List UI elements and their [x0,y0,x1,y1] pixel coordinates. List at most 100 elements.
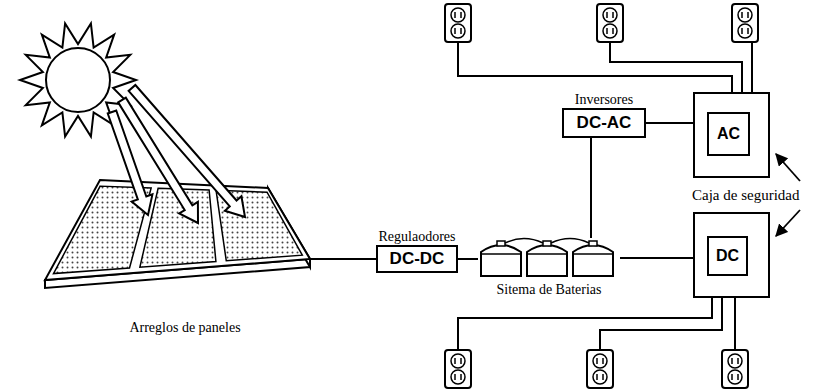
socket [603,8,617,22]
outlet-wire [458,42,732,92]
sun-ray-arrow [108,111,153,215]
socket-slot [741,28,743,34]
outlet-plate [445,350,471,388]
socket-slot [454,28,456,34]
label-holder: Sitema de Baterias [478,282,620,298]
sun-disc [46,48,110,112]
label-holder: Arreglos de paneles [50,320,320,336]
socket [451,354,465,368]
outlet-plate [587,350,613,388]
outlet-symbol [597,4,623,42]
socket-slot [737,374,739,380]
box-label: DC [716,247,739,265]
outlet-plate [722,350,748,388]
outlet-plate [732,4,758,42]
socket-slot [612,12,614,18]
solar-panel-array: Arreglos de paneles [40,175,310,290]
component-label: Sitema de Baterias [478,282,620,298]
box-label: AC [717,125,740,143]
leader-arrow [776,210,800,236]
socket [451,8,465,22]
outlet-wire [458,298,712,350]
battery-link [551,239,589,244]
socket-slot [606,12,608,18]
converter-box: InversoresDC-AC [562,108,646,138]
battery-cell [573,245,613,276]
socket [728,354,742,368]
socket-slot [747,12,749,18]
box-label: DC-DC [390,249,445,269]
inner-box: DC [707,236,748,276]
socket-slot [454,358,456,364]
callout-label: Caja de seguridad [692,187,799,203]
socket-slot [731,358,733,364]
outlet-wire [734,298,736,350]
leader-arrow [776,154,800,181]
socket-slot [606,28,608,34]
safety-box: AC [693,92,770,178]
socket-slot [454,12,456,18]
battery-link [505,239,543,244]
socket [451,24,465,38]
battery-band [527,253,567,255]
socket [451,370,465,384]
socket-slot [460,374,462,380]
socket-slot [460,358,462,364]
socket-slot [596,374,598,380]
socket-slot [612,28,614,34]
connector-wire [458,258,478,260]
outlet-symbol [445,4,471,42]
connector-wire [590,138,592,238]
component-heading: Regulaodores [379,229,456,244]
inner-box: AC [707,112,750,156]
socket [738,24,752,38]
socket [603,24,617,38]
socket-slot [460,28,462,34]
outlet-wire [610,42,742,92]
battery-terminal [589,241,597,246]
box-label: DC-AC [577,113,632,133]
outlet-symbol [732,4,758,42]
component-label: Arreglos de paneles [50,320,320,336]
socket-slot [737,358,739,364]
battery-terminal [497,241,505,246]
node-outline [478,238,620,278]
outlet-symbol [445,350,471,388]
connector-wire [310,258,376,260]
outlet-symbol [722,350,748,388]
heading-holder: Regulaodores [379,227,456,247]
outlet-wire [600,298,722,350]
sun-ray-arrow [129,85,245,217]
connector-wire [620,257,693,259]
battery-bank: Sitema de Baterias [478,238,620,278]
battery-cell [527,245,567,276]
outlet-symbol [587,350,613,388]
heading-holder: Inversores [575,90,633,110]
outlet-wire [751,42,753,92]
converter-box: RegulaodoresDC-DC [376,245,458,273]
outlet-plate [445,4,471,42]
socket [593,354,607,368]
socket-slot [454,374,456,380]
socket-slot [741,12,743,18]
battery-terminal [543,241,551,246]
socket-slot [747,28,749,34]
battery-band [481,253,521,255]
safety-box: DC [693,212,770,298]
connector-wire [646,122,693,124]
socket-slot [460,12,462,18]
socket-slot [602,358,604,364]
label-holder: Caja de seguridad [692,186,799,204]
battery-cell [481,245,521,276]
outlet-plate [597,4,623,42]
node-outline [40,175,310,290]
battery-band [573,253,613,255]
socket-slot [602,374,604,380]
socket [593,370,607,384]
component-heading: Inversores [575,92,633,107]
socket [728,370,742,384]
socket-slot [731,374,733,380]
socket [738,8,752,22]
socket-slot [596,358,598,364]
